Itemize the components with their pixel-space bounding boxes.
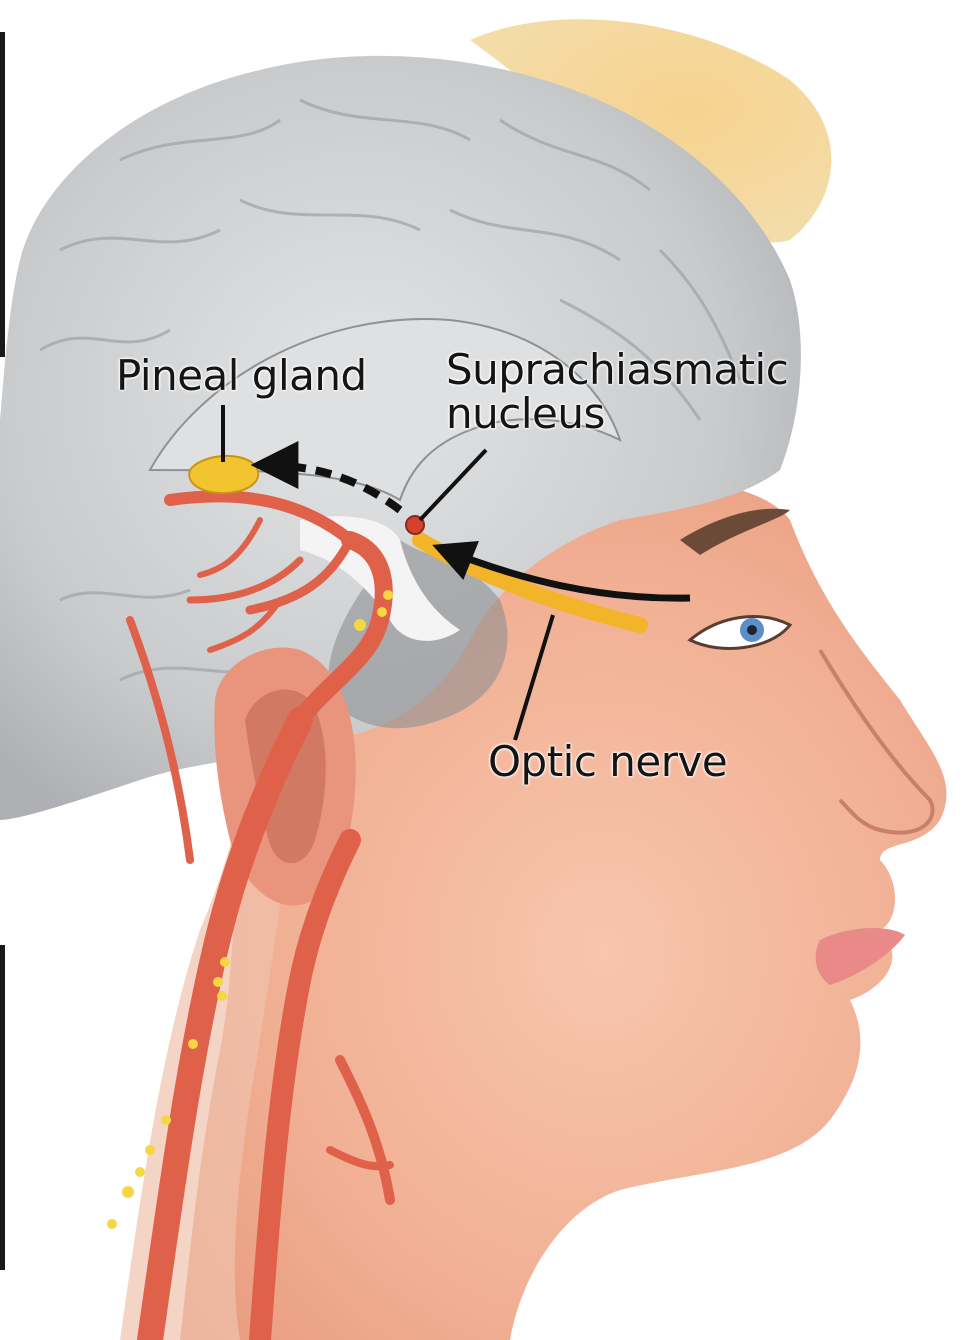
suprachiasmatic-nucleus-label: Suprachiasmatic nucleus	[446, 348, 788, 436]
scn-label-line1: Suprachiasmatic	[446, 348, 788, 392]
scn-label-line2: nucleus	[446, 392, 788, 436]
pupil	[747, 625, 757, 635]
pineal-gland-label: Pineal gland	[116, 354, 367, 398]
optic-nerve-label: Optic nerve	[488, 740, 727, 784]
